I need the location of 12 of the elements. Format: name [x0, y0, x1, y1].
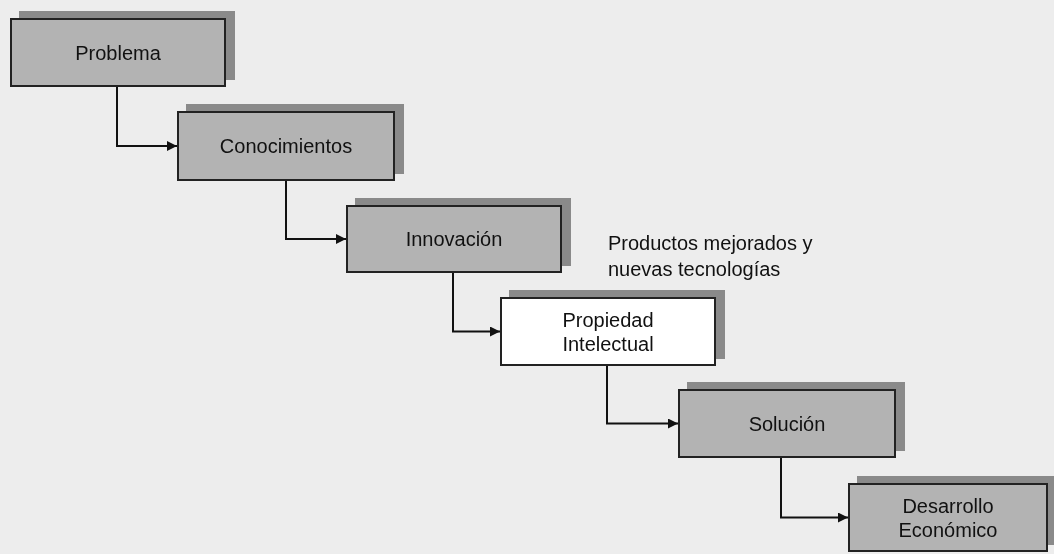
- box-label: Solución: [747, 411, 827, 436]
- box-label: Problema: [74, 40, 162, 65]
- arrow: [285, 180, 347, 244]
- arrow: [116, 86, 178, 151]
- arrow: [452, 272, 501, 337]
- box-label: Propiedad Intelectual: [561, 307, 655, 356]
- arrow: [780, 457, 849, 523]
- box-label: Innovación: [404, 227, 504, 251]
- annotation-text: Productos mejorados y nuevas tecnologías: [608, 231, 814, 282]
- box-label: Conocimientos: [218, 134, 354, 158]
- box-label: Desarrollo Económico: [897, 493, 999, 542]
- arrow: [606, 365, 679, 429]
